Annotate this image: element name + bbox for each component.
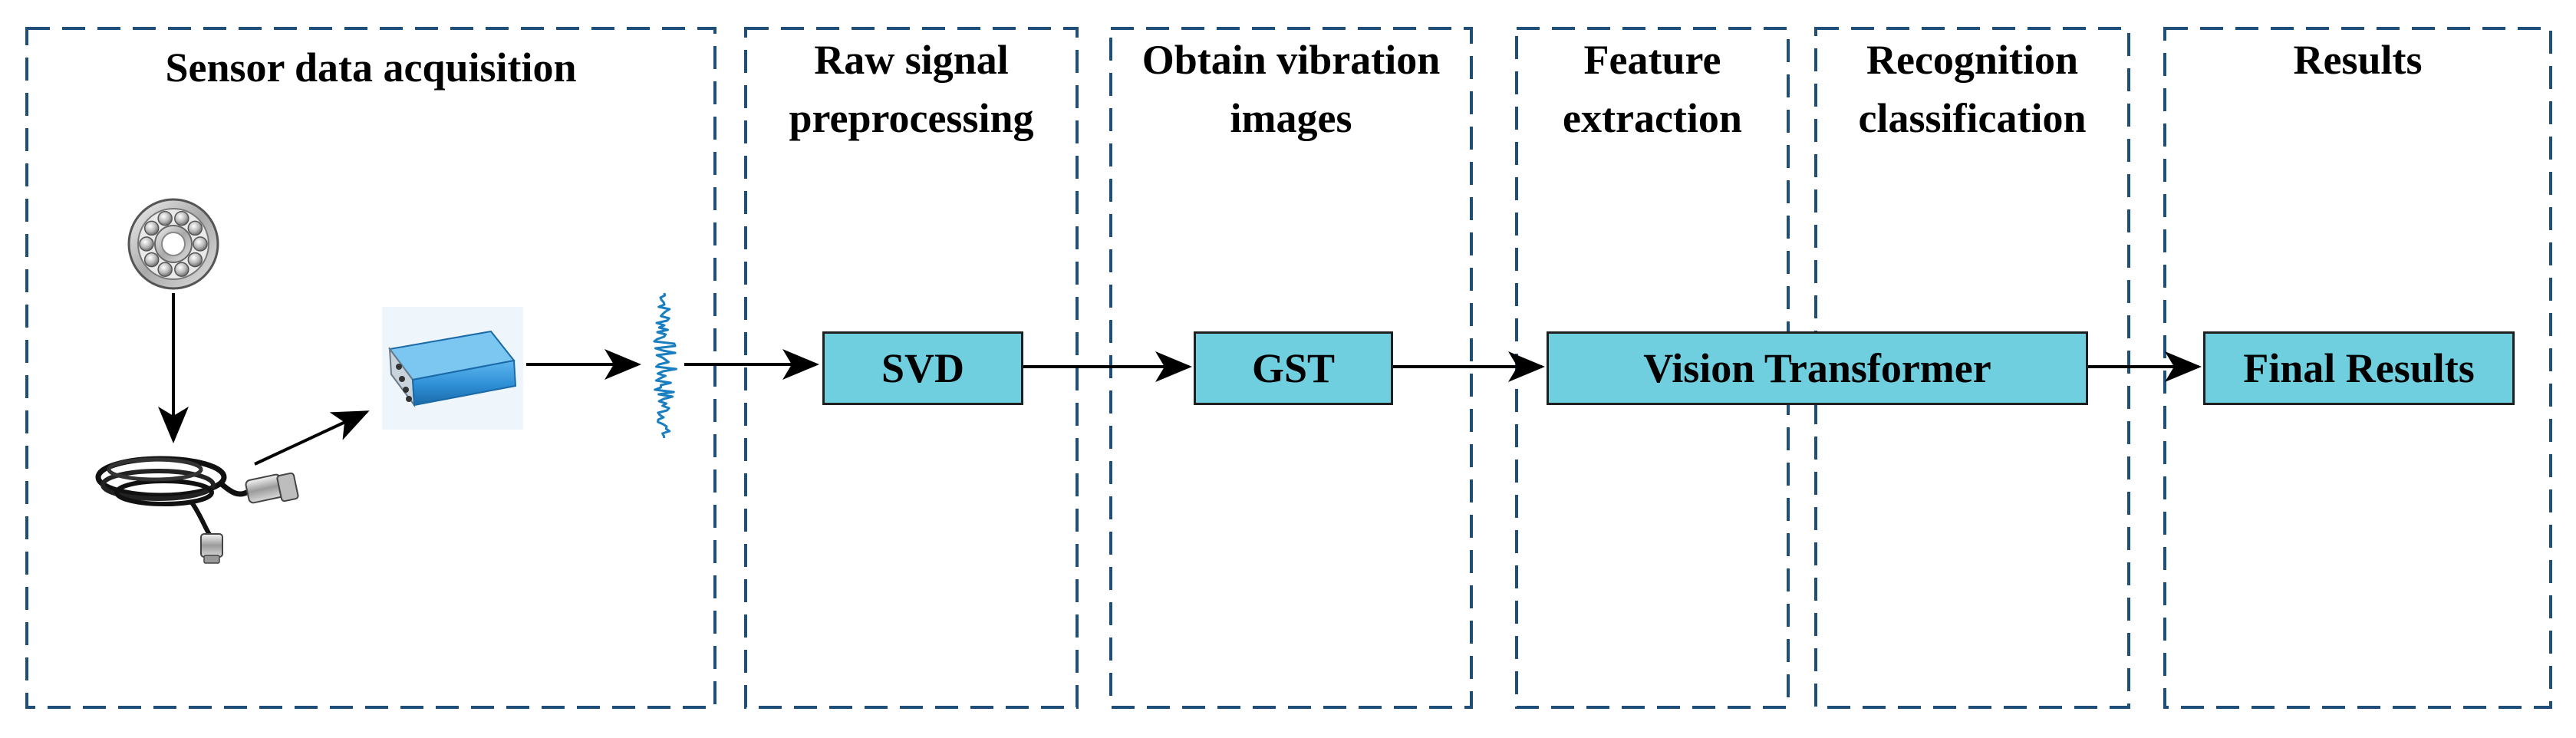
bearing-ball: [143, 252, 160, 268]
bearing-ball: [139, 236, 154, 252]
stage-title-features: Feature extraction: [1517, 31, 1788, 147]
bearing-icon: [127, 198, 219, 290]
gst-label: GST: [1251, 345, 1336, 391]
stage-title-features-line1: Feature: [1583, 37, 1721, 83]
arrow-sensor-to-daq: [254, 410, 370, 466]
vision-transformer-label: Vision Transformer: [1643, 345, 1991, 391]
accelerometer-sensor-icon: [95, 456, 299, 564]
stage-frame-results: [2163, 27, 2552, 709]
bearing-ball: [143, 220, 160, 236]
gst-box: GST: [1194, 331, 1393, 405]
stage-title-results-text: Results: [2293, 37, 2423, 83]
svd-box: SVD: [822, 331, 1023, 405]
stage-title-sensor-text: Sensor data acquisition: [165, 44, 577, 91]
final-results-box: Final Results: [2203, 331, 2515, 405]
stage-title-images-line1: Obtain vibration: [1141, 37, 1441, 83]
stage-title-sensor: Sensor data acquisition: [27, 38, 715, 97]
stage-title-recognition-line2: classification: [1858, 95, 2087, 141]
bearing-ball: [193, 236, 208, 252]
stage-title-recognition: Recognition classification: [1816, 31, 2129, 147]
stage-title-preprocess-line1: Raw signal: [814, 37, 1009, 83]
bearing-ball: [174, 262, 189, 278]
bearing-ball: [187, 220, 203, 236]
bearing-ball: [187, 252, 203, 268]
stage-frame-sensor: [25, 27, 716, 709]
data-acquisition-device-icon: [382, 307, 523, 430]
vibration-signal-icon: [653, 292, 677, 439]
bearing-ball: [174, 210, 189, 226]
stage-title-results: Results: [2165, 31, 2551, 89]
final-results-label: Final Results: [2243, 345, 2475, 391]
stage-title-recognition-line1: Recognition: [1866, 37, 2078, 83]
stage-title-images: Obtain vibration images: [1111, 31, 1471, 147]
stage-title-features-line2: extraction: [1563, 95, 1742, 141]
svd-label: SVD: [881, 345, 965, 391]
stage-title-preprocess-line2: preprocessing: [789, 95, 1034, 141]
vision-transformer-box: Vision Transformer: [1547, 331, 2088, 405]
bearing-ball: [157, 262, 173, 278]
stage-title-preprocess: Raw signal preprocessing: [746, 31, 1077, 147]
stage-title-images-line2: images: [1230, 95, 1352, 141]
bearing-ball: [157, 210, 173, 226]
